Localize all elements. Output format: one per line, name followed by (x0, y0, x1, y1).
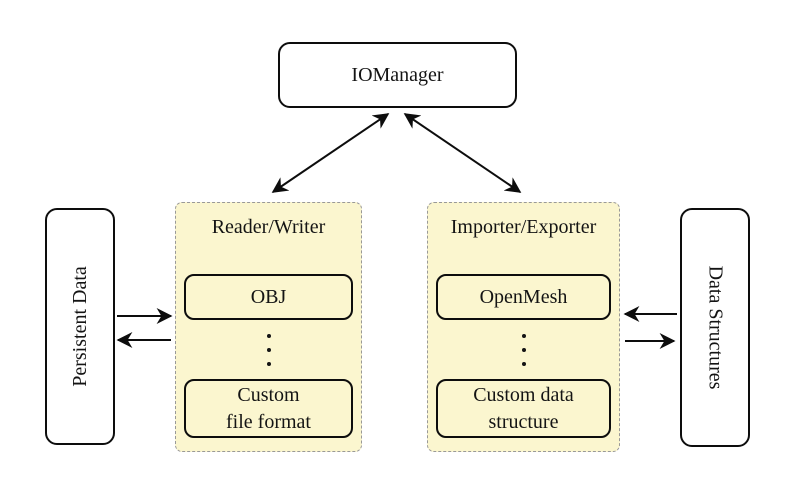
item-obj: OBJ (184, 274, 353, 320)
custom-file-format-line1: Custom (237, 384, 300, 407)
node-iomanager: IOManager (278, 42, 517, 108)
vertical-dots-icon (176, 334, 361, 366)
item-custom-file-format: Custom file format (184, 379, 353, 438)
node-data-structures: Data Structures (680, 208, 750, 447)
openmesh-label: OpenMesh (479, 285, 568, 308)
group-reader-writer: Reader/Writer OBJ Custom file format (175, 202, 362, 452)
importer-exporter-title: Importer/Exporter (450, 216, 597, 238)
arrow-iomanager-importerexporter (403, 113, 522, 193)
custom-data-structure-line2: structure (488, 410, 559, 433)
reader-writer-title: Reader/Writer (211, 216, 326, 238)
iomanager-label: IOManager (351, 63, 444, 86)
obj-label: OBJ (250, 285, 287, 308)
custom-data-structure-line1: Custom data (473, 384, 574, 407)
vertical-dots-icon (428, 334, 619, 366)
arrow-iomanager-readerwriter (271, 113, 390, 193)
data-structures-label: Data Structures (704, 265, 727, 390)
custom-file-format-line2: file format (226, 410, 311, 433)
item-custom-data-structure: Custom data structure (436, 379, 611, 438)
persistent-data-label: Persistent Data (68, 266, 91, 387)
group-importer-exporter: Importer/Exporter OpenMesh Custom data s… (427, 202, 620, 452)
node-persistent-data: Persistent Data (45, 208, 115, 445)
item-openmesh: OpenMesh (436, 274, 611, 320)
